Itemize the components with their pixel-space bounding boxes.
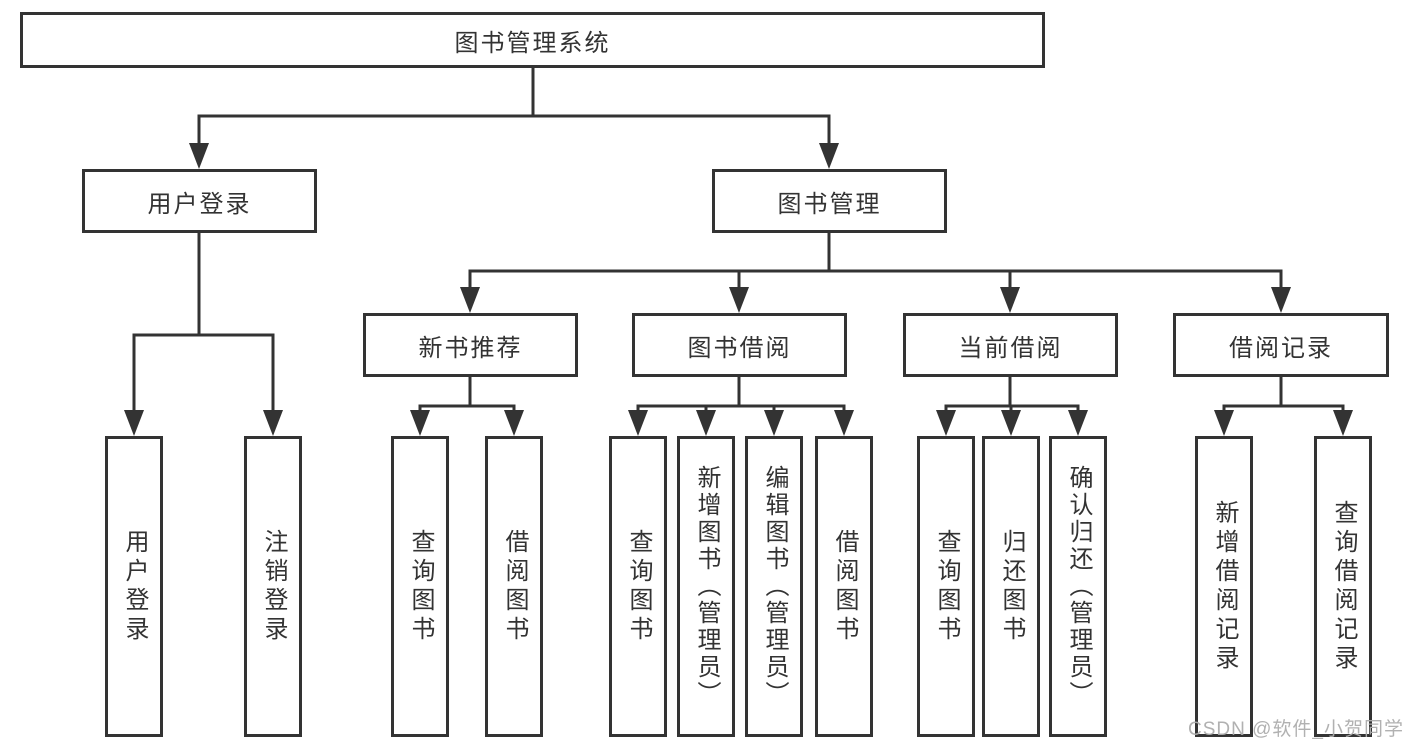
leaf-label: 新增图书（管理员）	[693, 465, 720, 708]
arrow-down-icon	[189, 143, 209, 169]
leaf-query-book-current: 查询图书	[917, 436, 975, 737]
leaf-user-login: 用户登录	[105, 436, 163, 737]
leaf-query-borrow-record: 查询借阅记录	[1314, 436, 1372, 737]
node-label: 图书管理	[777, 190, 882, 218]
connector-current-group	[944, 377, 1080, 414]
arrow-down-icon	[1333, 410, 1353, 436]
connector-bookmgmt-branch	[468, 233, 1283, 290]
leaf-query-book-recommend: 查询图书	[391, 436, 449, 737]
node-current-borrow: 当前借阅	[903, 313, 1118, 377]
arrow-down-icon	[1214, 410, 1234, 436]
leaf-add-book-admin: 新增图书（管理员）	[677, 436, 735, 737]
arrow-down-icon	[764, 410, 784, 436]
node-borrow-record: 借阅记录	[1173, 313, 1389, 377]
node-book-management: 图书管理	[712, 169, 947, 233]
connector-record-group	[1222, 377, 1345, 414]
node-label: 新书推荐	[418, 334, 523, 362]
arrow-down-icon	[124, 410, 144, 436]
leaf-edit-book-admin: 编辑图书（管理员）	[745, 436, 803, 737]
leaf-label: 查询图书	[933, 528, 960, 645]
leaf-label: 查询图书	[407, 528, 434, 645]
node-label: 图书借阅	[687, 334, 792, 362]
leaf-label: 编辑图书（管理员）	[761, 465, 788, 708]
leaf-label: 用户登录	[121, 528, 148, 645]
node-label: 当前借阅	[958, 334, 1063, 362]
node-book-borrow: 图书借阅	[632, 313, 847, 377]
leaf-label: 借阅图书	[501, 528, 528, 645]
leaf-query-book-borrow: 查询图书	[609, 436, 667, 737]
arrow-down-icon	[1271, 287, 1291, 313]
node-root-label: 图书管理系统	[454, 29, 611, 57]
node-label: 借阅记录	[1229, 334, 1333, 362]
connector-level2-branch	[197, 114, 831, 146]
leaf-label: 归还图书	[998, 528, 1025, 645]
leaf-label: 确认归还（管理员）	[1065, 465, 1092, 708]
arrow-down-icon	[460, 287, 480, 313]
arrow-down-icon	[1000, 287, 1020, 313]
connector-borrow-group	[636, 377, 846, 414]
arrow-down-icon	[936, 410, 956, 436]
arrow-down-icon	[1001, 410, 1021, 436]
arrow-down-icon	[819, 143, 839, 169]
arrowheads	[124, 143, 1353, 436]
arrow-down-icon	[628, 410, 648, 436]
leaf-confirm-return-admin: 确认归还（管理员）	[1049, 436, 1107, 737]
leaf-label: 新增借阅记录	[1211, 499, 1238, 674]
leaf-label: 注销登录	[260, 528, 287, 645]
connector-userlogin-group	[132, 233, 275, 413]
arrow-down-icon	[410, 410, 430, 436]
leaf-add-borrow-record: 新增借阅记录	[1195, 436, 1253, 737]
node-user-login: 用户登录	[82, 169, 317, 233]
arrow-down-icon	[834, 410, 854, 436]
node-root: 图书管理系统	[20, 12, 1045, 68]
arrow-down-icon	[1068, 410, 1088, 436]
leaf-borrow-book: 借阅图书	[815, 436, 873, 737]
leaf-label: 借阅图书	[831, 528, 858, 645]
leaf-borrow-book-recommend: 借阅图书	[485, 436, 543, 737]
leaf-return-book: 归还图书	[982, 436, 1040, 737]
arrow-down-icon	[696, 410, 716, 436]
connector-newbook-group	[418, 377, 516, 414]
csdn-watermark: CSDN @软件_小贺同学	[1188, 719, 1404, 740]
arrow-down-icon	[263, 410, 283, 436]
leaf-label: 查询借阅记录	[1330, 499, 1357, 674]
leaf-logout: 注销登录	[244, 436, 302, 737]
node-new-book-recommend: 新书推荐	[363, 313, 578, 377]
arrow-down-icon	[504, 410, 524, 436]
arrow-down-icon	[729, 287, 749, 313]
node-label: 用户登录	[147, 190, 252, 218]
leaf-label: 查询图书	[625, 528, 652, 645]
